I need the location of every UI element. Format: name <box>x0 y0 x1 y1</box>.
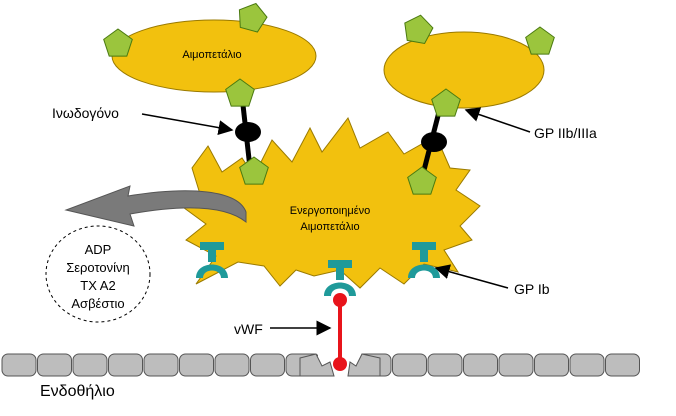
vwf-bottom-dot <box>333 357 347 371</box>
gp-ib-receptor <box>408 242 440 278</box>
endothelium-label: Ενδοθήλιο <box>40 383 115 400</box>
endothelial-cell <box>72 353 108 377</box>
fibrinogen-bridge-right <box>419 107 447 179</box>
released-substance-adp: ADP <box>85 242 112 257</box>
endothelial-cell <box>250 353 285 377</box>
fibrinogen-node-right <box>421 132 447 152</box>
gp-iib-iiia-receptors <box>103 2 555 195</box>
released-substance-txa2: TX A2 <box>80 278 115 293</box>
vwf-top-dot <box>333 293 347 307</box>
gp-ib-receptor <box>196 242 228 278</box>
fibrinogen-bridge-left <box>235 95 261 169</box>
gp-iib-iiia-pointer <box>464 107 531 133</box>
activated-platelet-label-line1: Ενεργοποιημένο <box>290 205 370 217</box>
endothelial-cell <box>427 353 463 377</box>
endothelial-cell <box>498 353 534 377</box>
endothelial-cell <box>392 353 427 377</box>
fibrinogen-label: Ινωδογόνο <box>52 105 119 121</box>
released-substance-serotonin: Σεροτονίνη <box>66 260 130 275</box>
gp-iib-iiia-receptor <box>404 14 434 45</box>
endothelial-cell <box>569 353 605 377</box>
gp-ib-label: GP Ib <box>514 281 550 297</box>
endothelial-cell <box>605 353 640 377</box>
platelet-top-right <box>383 31 545 109</box>
endothelium-layer <box>1 353 640 377</box>
endothelial-cell <box>214 353 250 377</box>
gp-iib-iiia-receptor <box>238 2 268 33</box>
endothelial-cell <box>37 353 72 377</box>
endothelial-cell <box>1 353 37 377</box>
gp-iib-iiia-label: GP IIb/IIIa <box>534 125 597 141</box>
gp-ib-pointer <box>434 264 509 289</box>
fibrinogen-node-left <box>235 122 261 142</box>
endothelial-cell <box>534 353 569 377</box>
platelet-top-left-label: Αιμοπετάλιο <box>182 49 241 61</box>
endothelial-cell <box>179 353 214 377</box>
released-substance-calcium: Ασβέστιο <box>71 296 124 311</box>
fibrinogen-pointer <box>141 113 234 136</box>
vwf-label: vWF <box>234 321 263 337</box>
endothelial-cell <box>108 353 143 377</box>
gp-iib-iiia-receptor <box>225 78 255 107</box>
release-arrow <box>64 185 247 227</box>
gp-iib-iiia-receptor <box>239 156 269 185</box>
endothelial-cell <box>143 353 179 377</box>
gp-ib-receptor <box>324 260 356 296</box>
gp-iib-iiia-receptor <box>525 26 555 55</box>
gp-iib-iiia-receptor <box>431 88 461 117</box>
endothelial-cell <box>463 353 498 377</box>
gp-iib-iiia-receptor <box>407 166 437 195</box>
gp-ib-receptors <box>196 242 440 296</box>
activated-platelet-label-line2: Αιμοπετάλιο <box>300 221 359 233</box>
released-substances-ellipse <box>45 225 151 323</box>
gp-iib-iiia-receptor <box>103 28 133 57</box>
vwf-strand <box>333 293 347 371</box>
damaged-endothelial-cell <box>299 353 381 377</box>
